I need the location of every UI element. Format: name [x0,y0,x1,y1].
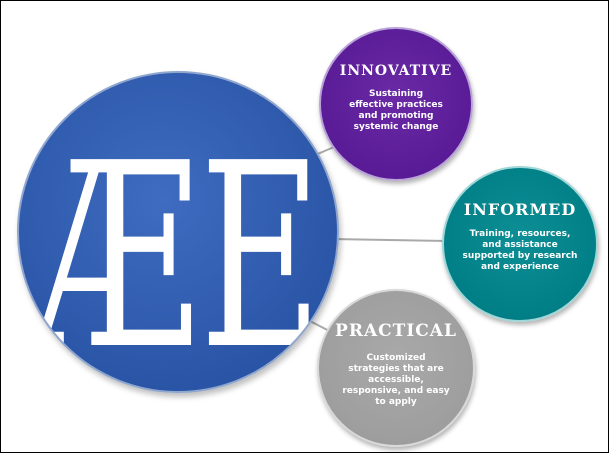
connector-informed [330,238,448,242]
bubble-title: INNOVATIVE [339,63,453,79]
bubble-title: PRACTICAL [335,321,457,341]
ae-logo-icon: ÆE [29,109,322,383]
bubble-practical: PRACTICAL Customized strategies that are… [317,289,475,447]
bubble-description: Training, resources, and assistance supp… [462,229,578,272]
bubble-informed: INFORMED Training, resources, and assist… [442,166,598,322]
logo-circle: ÆE [17,71,339,393]
bubble-description: Sustaining effective practices and promo… [349,89,443,132]
bubble-title: INFORMED [463,200,577,219]
bubble-innovative: INNOVATIVE Sustaining effective practice… [319,27,473,181]
bubble-description: Customized strategies that are accessibl… [342,353,450,407]
logo-letters: ÆE [29,109,322,383]
